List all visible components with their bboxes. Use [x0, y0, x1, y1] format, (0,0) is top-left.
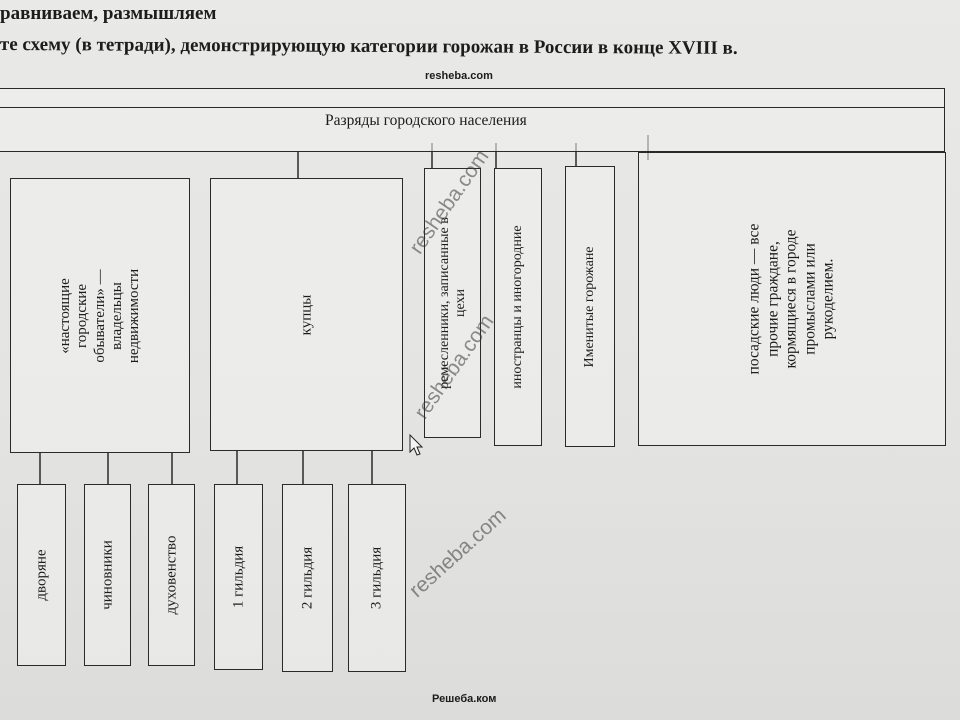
category-box-eminent: Именитые горожане [565, 166, 615, 447]
subcategory-label: 3 гильдия [368, 546, 385, 610]
subcategory-box-guild-1: 1 гильдия [214, 484, 263, 670]
subcategory-box-clergy: духовенство [148, 484, 195, 666]
category-label: посадские люди — все прочие граждане, ко… [745, 223, 837, 375]
subcategory-box-nobles: дворяне [17, 484, 66, 666]
root-box [0, 88, 945, 152]
root-divider [0, 107, 945, 108]
watermark-bottom: Решеба.ком [432, 693, 497, 705]
category-label: Именитые горожане [581, 245, 597, 368]
subcategory-label: чиновники [98, 540, 115, 610]
subcategory-label: 1 гильдия [229, 545, 246, 609]
subcategory-label: 2 гильдия [298, 546, 315, 610]
category-label: «настоящие городские обыватели» — владел… [56, 268, 142, 363]
category-box-artisans: ремесленники, записанные в цехи [424, 168, 481, 438]
category-box-posad: посадские люди — все прочие граждане, ко… [638, 152, 946, 446]
subcategory-label: духовенство [162, 535, 179, 615]
subcategory-box-guild-3: 3 гильдия [348, 484, 406, 672]
category-box-owners: «настоящие городские обыватели» — владел… [10, 178, 190, 453]
subcategory-label: дворяне [32, 549, 49, 601]
category-label: иностранцы и иногородние [509, 225, 525, 389]
subcategory-box-officials: чиновники [84, 484, 131, 666]
watermark-top: resheba.com [425, 70, 493, 82]
category-box-foreigners: иностранцы и иногородние [494, 168, 542, 446]
mouse-cursor-icon [409, 434, 424, 456]
category-box-merchants: купцы [210, 178, 403, 451]
subcategory-box-guild-2: 2 гильдия [282, 484, 333, 672]
section-heading: равниваем, размышляем [0, 3, 217, 24]
root-label: Разряды городского населения [325, 112, 527, 129]
category-label: купцы [297, 294, 314, 335]
